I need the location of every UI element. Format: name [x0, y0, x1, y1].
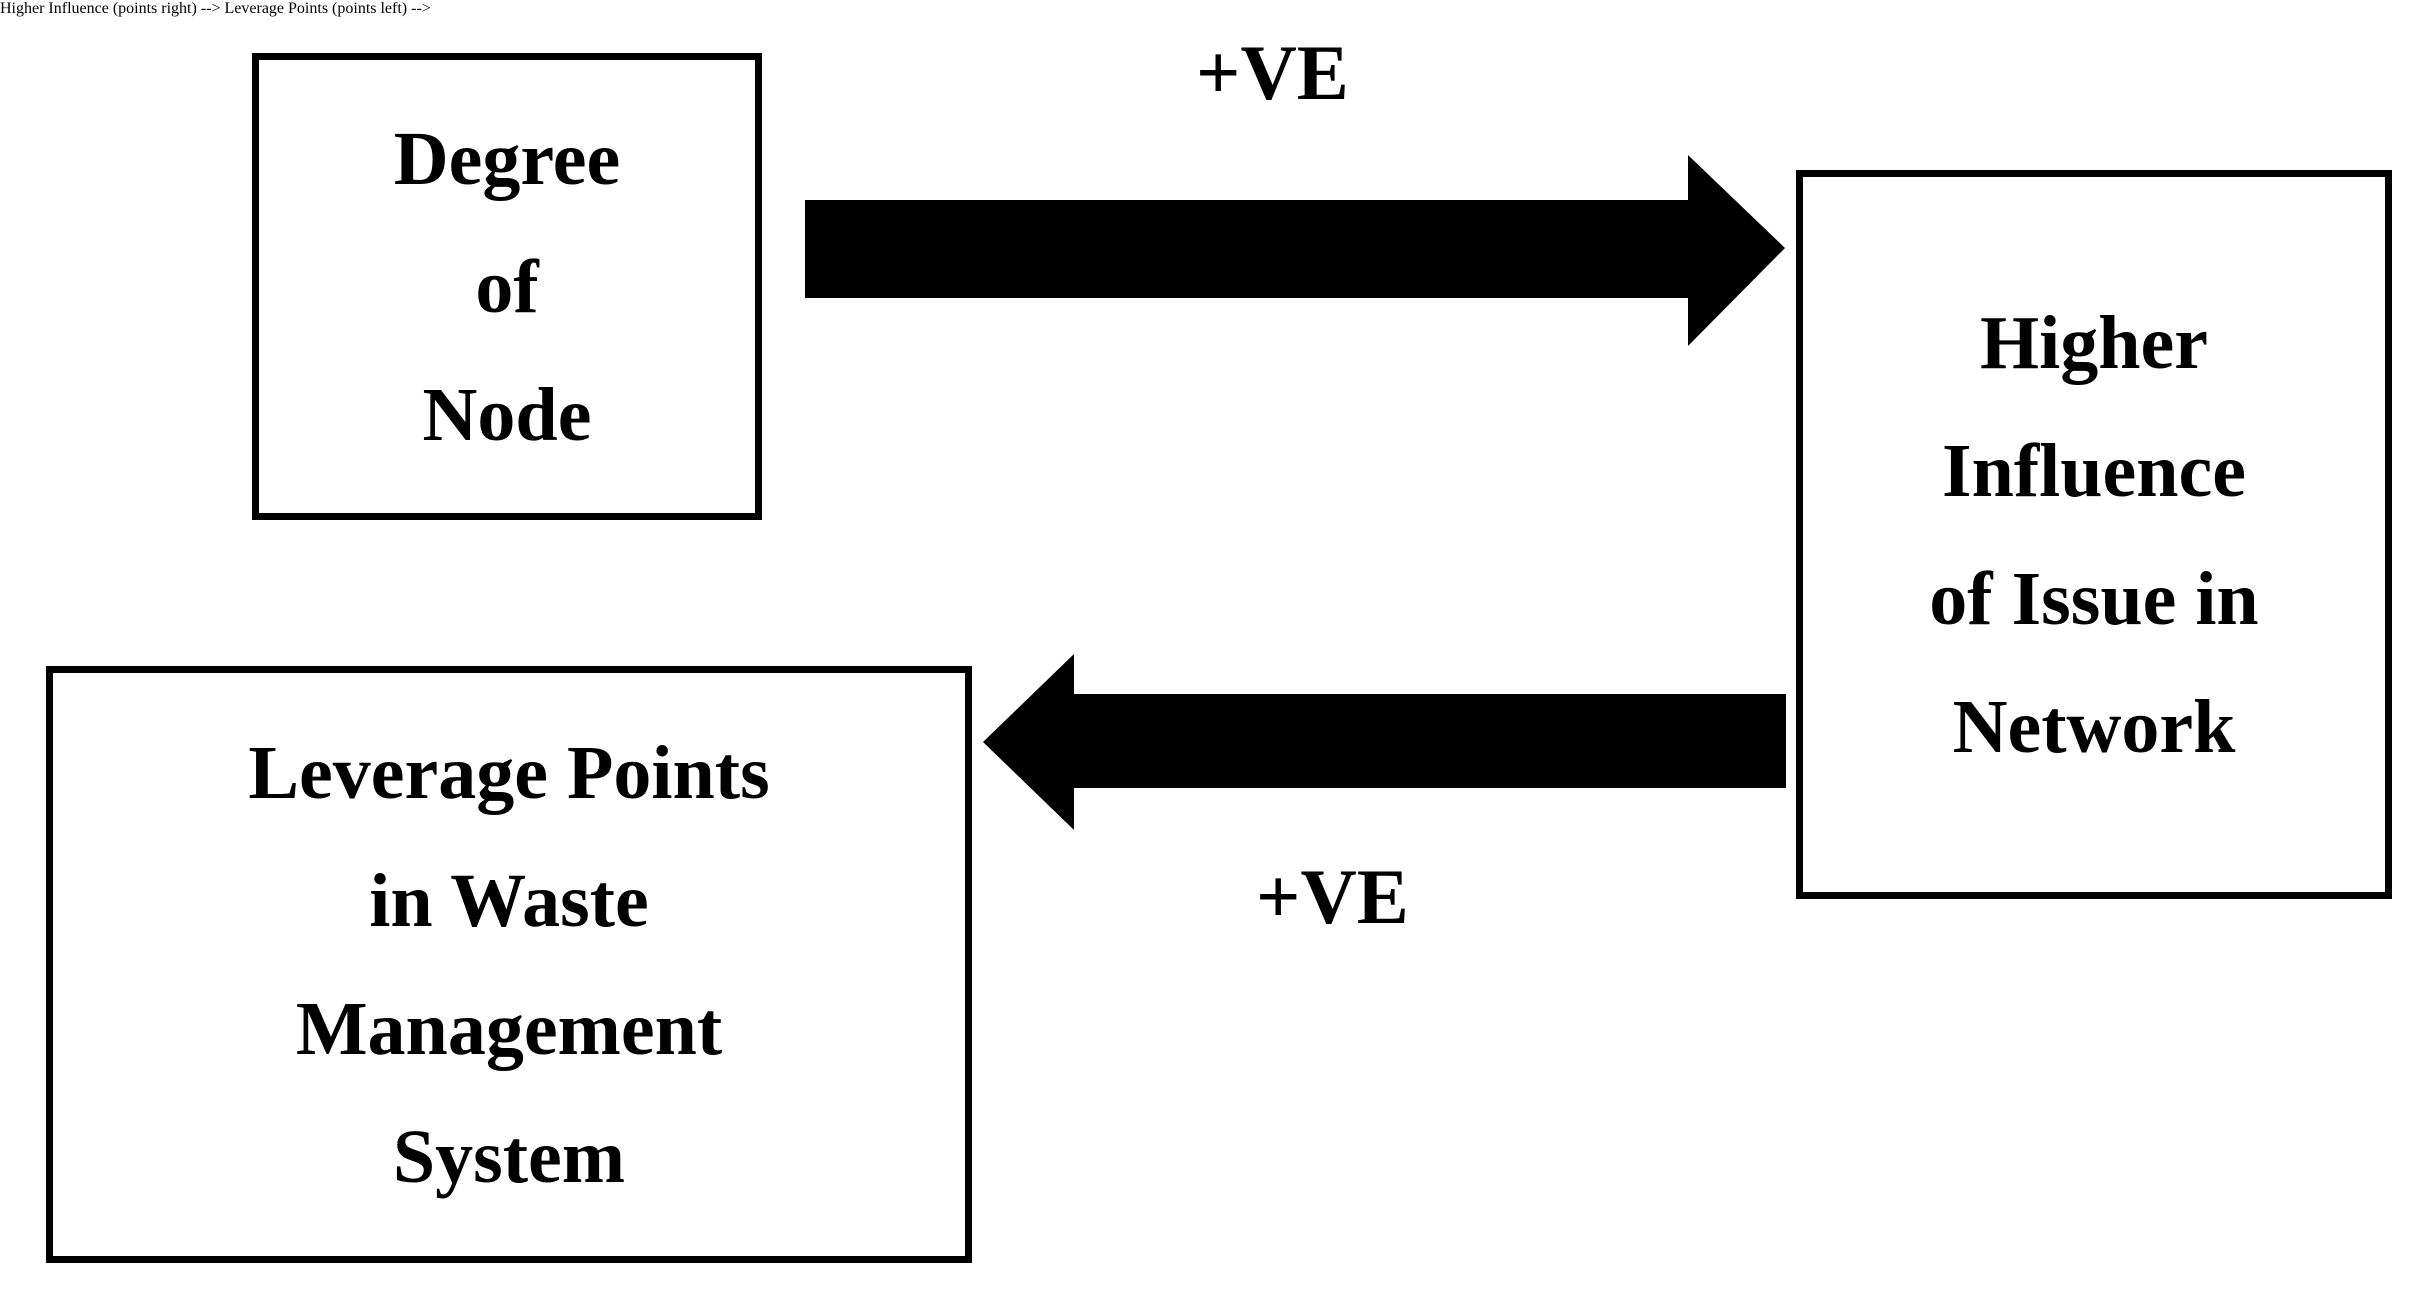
node-box-higher-influence[interactable]: Higher Influence of Issue in Network — [1796, 170, 2392, 899]
node-label-line: Leverage Points — [248, 730, 770, 815]
node-label-line: Influence — [1942, 428, 2246, 513]
edge-label-degree-to-influence: +VE — [1196, 29, 1349, 116]
node-label-line: Node — [422, 372, 592, 457]
edge-label-influence-to-leverage: +VE — [1256, 853, 1409, 940]
node-label-line: Higher — [1980, 300, 2208, 385]
node-box-degree-of-node[interactable]: Degree of Node — [252, 53, 762, 520]
node-label-line: Network — [1952, 684, 2236, 769]
left-block-arrow-icon — [983, 654, 1786, 830]
node-box-leverage-points[interactable]: Leverage Points in Waste Management Syst… — [46, 666, 972, 1263]
node-label-line: System — [392, 1114, 626, 1199]
node-label-line: Degree — [393, 116, 621, 201]
node-label-line: of — [475, 244, 539, 329]
node-label-line: of Issue in — [1929, 556, 2259, 641]
arrow-degree-to-influence — [800, 148, 1790, 358]
arrow-influence-to-leverage — [978, 648, 1790, 838]
node-label-line: Management — [295, 986, 723, 1071]
right-block-arrow-icon — [805, 155, 1785, 346]
node-label-line: in Waste — [369, 858, 649, 943]
